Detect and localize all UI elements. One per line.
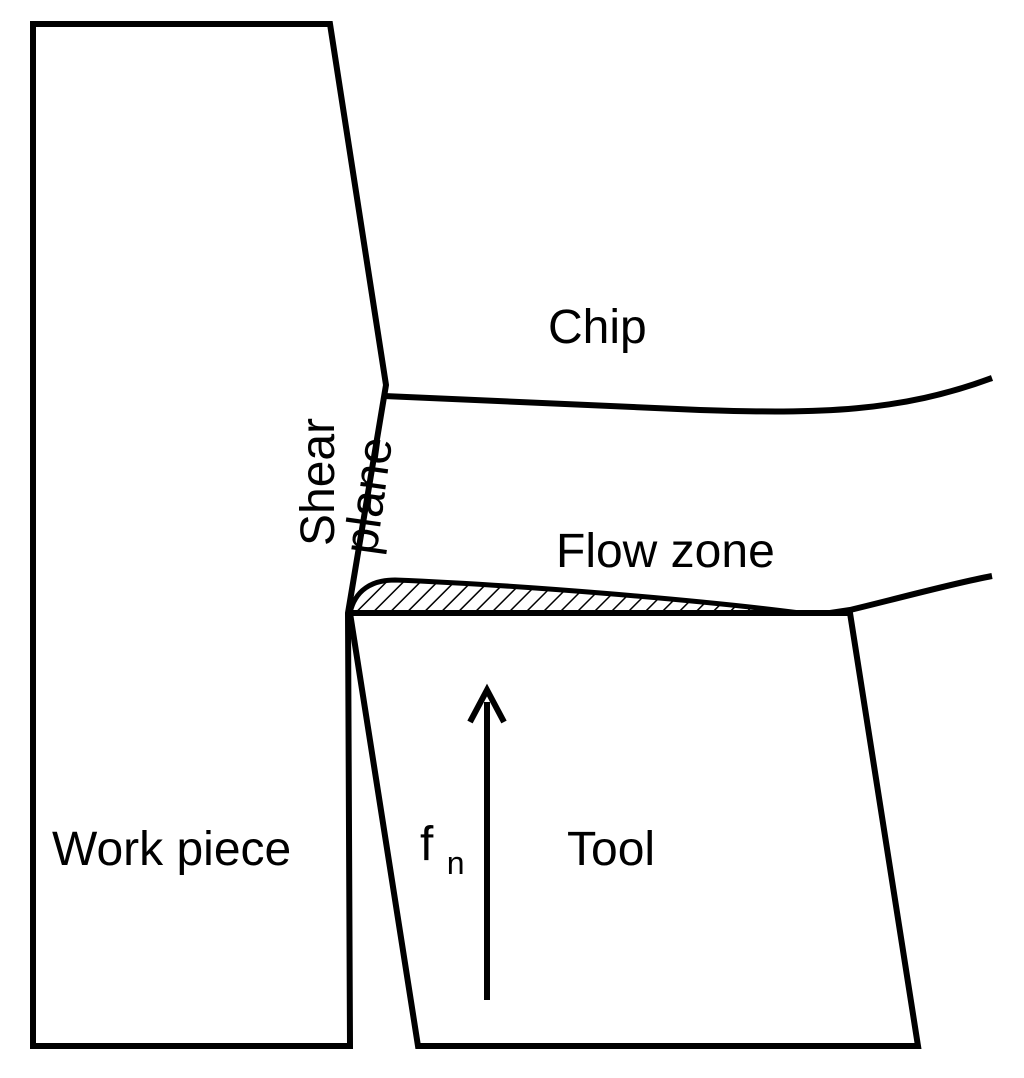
- tool-label: Tool: [567, 823, 655, 876]
- work-piece-outline: [30, 21, 390, 1049]
- hatched-seizure-zone: [346, 577, 801, 616]
- chip-label: Chip: [548, 301, 647, 354]
- flow-zone-lower-boundary: [829, 573, 993, 616]
- flow-zone-label: Flow zone: [556, 525, 775, 578]
- shear-label: Shear: [292, 418, 345, 546]
- force-subscript: n: [447, 845, 465, 881]
- tool-outline: [346, 610, 922, 1049]
- arrow-up-icon: [467, 683, 507, 724]
- chip-lower-boundary: [383, 375, 994, 415]
- force-label: f n: [420, 818, 464, 881]
- force-symbol: f: [420, 818, 434, 871]
- work-piece-label: Work piece: [52, 823, 291, 876]
